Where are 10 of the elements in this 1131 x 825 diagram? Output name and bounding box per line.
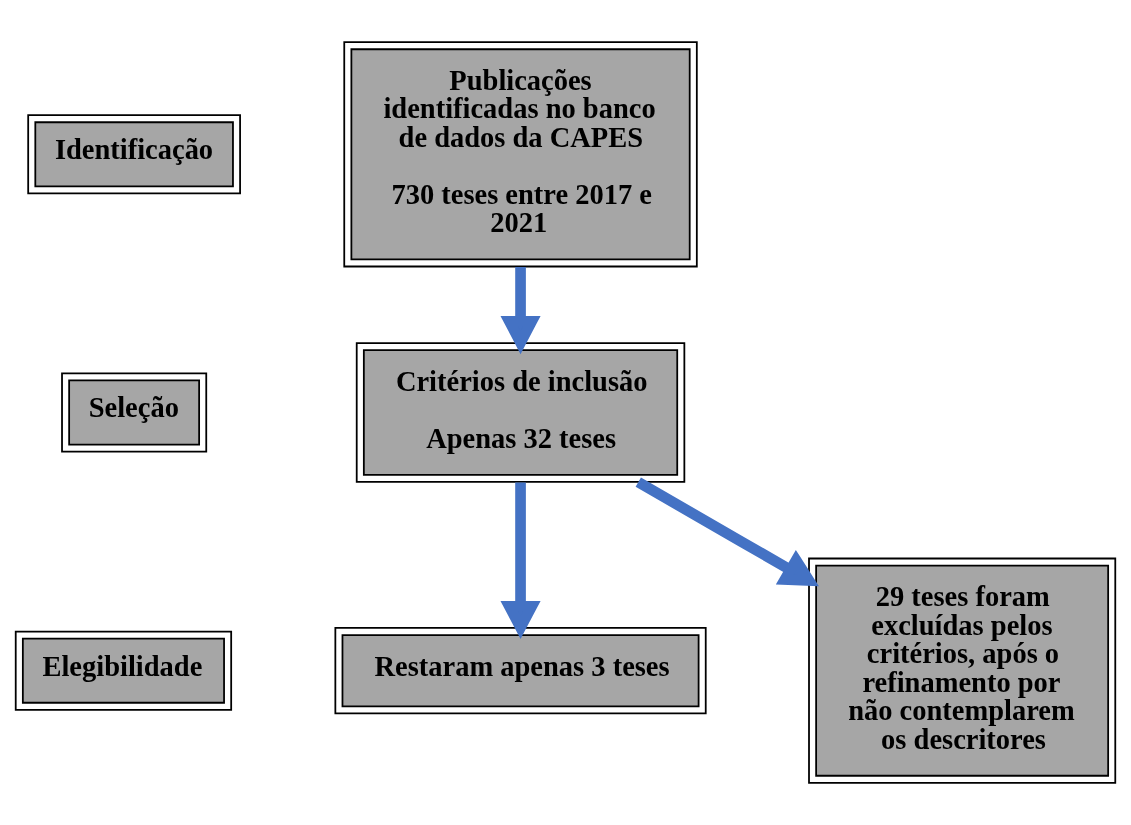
node-box: Elegibilidade xyxy=(14,630,233,711)
node-box: Restaram apenas 3 teses xyxy=(334,627,707,715)
node-box: Identificação xyxy=(27,114,241,195)
arrow xyxy=(500,482,541,640)
node-box: Seleção xyxy=(61,372,208,453)
arrow xyxy=(635,477,819,587)
node-box: 29 teses foram excluídas pelos critérios, após o refinamento por não contemplarem os descritores xyxy=(808,557,1117,784)
node-box: Publicações identificadas no banco de dados da CAPES 730 teses entre 2017 e 2021 xyxy=(343,41,698,268)
arrow xyxy=(500,267,541,355)
node-box: Critérios de inclusão Apenas 32 teses xyxy=(355,342,686,483)
